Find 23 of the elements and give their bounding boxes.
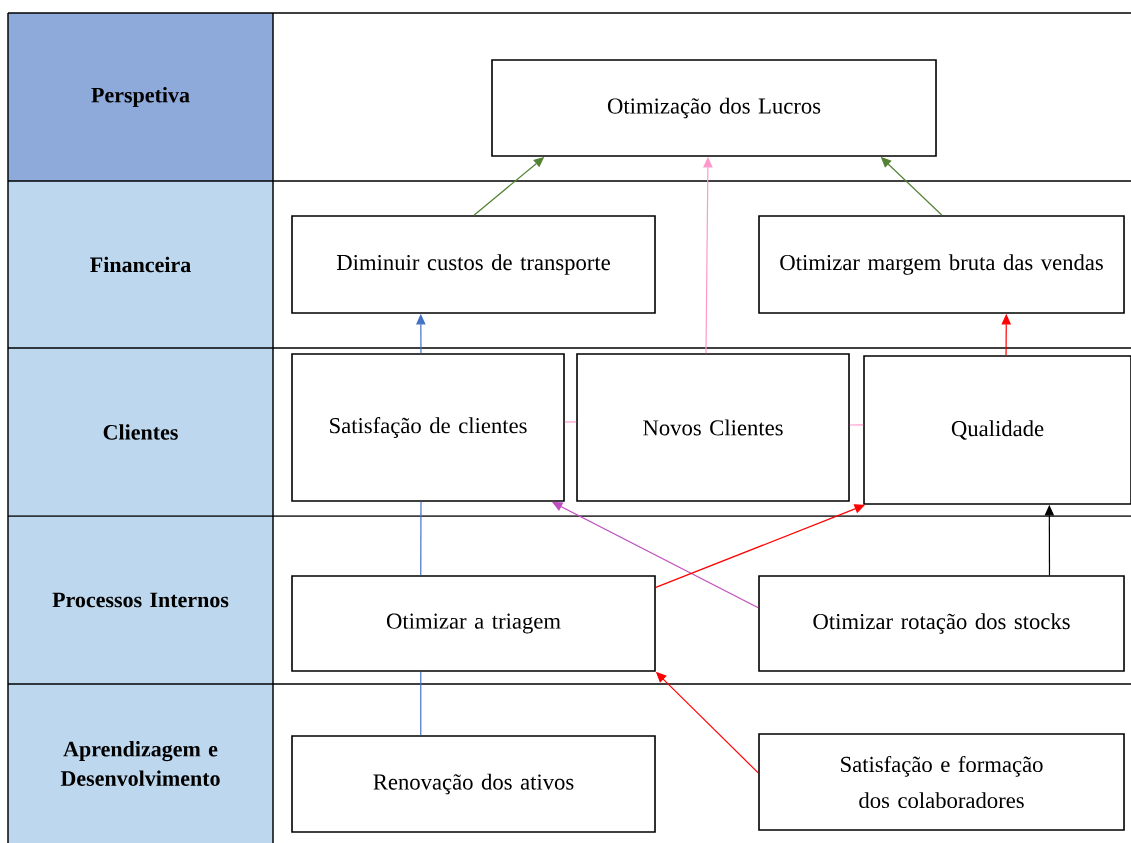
objective-box: Novos Clientes [576,353,850,502]
row-header: Perspetiva [8,13,273,181]
node-label: Financeira [90,256,191,273]
connector-line [420,501,422,576]
connector-line [564,421,577,423]
objective-box: Renovação dos ativos [291,735,656,833]
row-header: Clientes [8,348,273,516]
node-label: Aprendizagem e Desenvolvimento [60,741,220,786]
objective-box: Otimização dos Lucros [491,59,937,157]
objective-box: Otimizar rotação dos stocks [758,575,1125,672]
row-header: Aprendizagem e Desenvolvimento [8,684,273,843]
objective-box: Diminuir custos de transporte [291,215,656,314]
objective-box: Satisfação e formação dos colaboradores [758,733,1125,831]
connector-line [420,671,422,736]
connector-line [849,424,864,426]
objective-box: Otimizar margem bruta das vendas [758,215,1125,314]
node-label: Processos Internos [52,592,229,608]
node-label: Clientes [103,424,178,440]
objective-box: Otimizar a triagem [291,575,656,672]
objective-box: Satisfação de clientes [291,353,565,502]
row-header: Processos Internos [8,516,273,684]
row-header: Financeira [8,181,273,348]
objective-box: Qualidade [863,355,1131,505]
